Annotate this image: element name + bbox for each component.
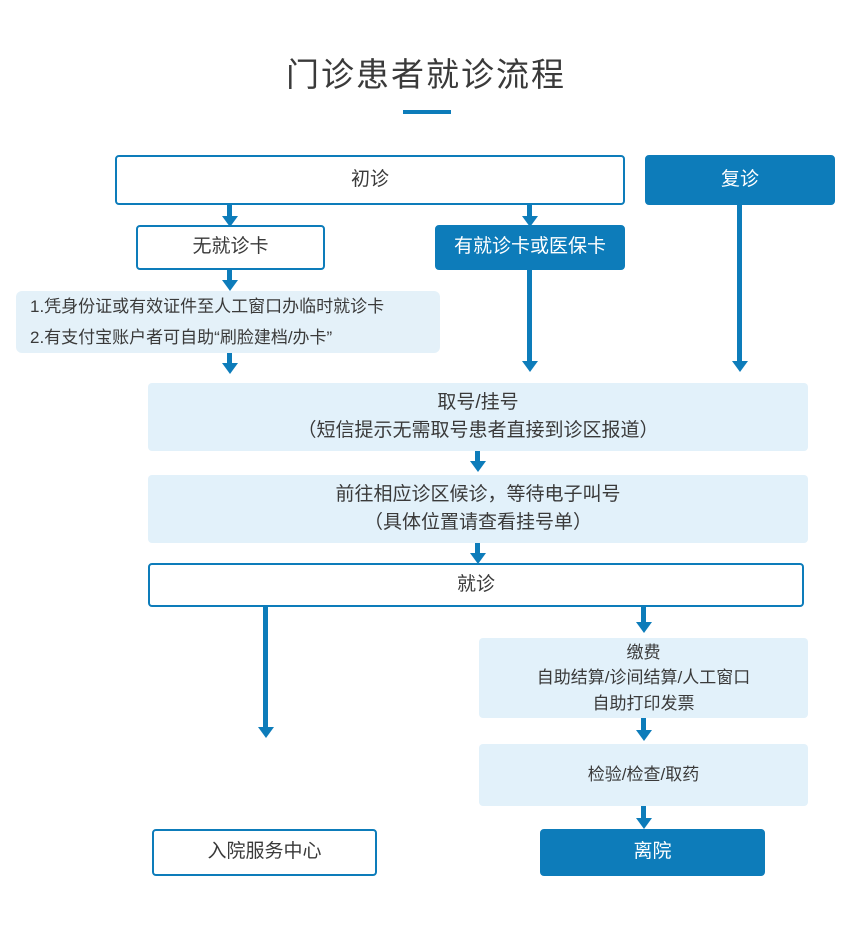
arrowhead-first-visit-to-no-card [221, 216, 238, 227]
node-first-visit[interactable]: 初诊 [115, 155, 625, 205]
connector-consultation-to-admission [263, 607, 268, 729]
node-consultation[interactable]: 就诊 [148, 563, 804, 607]
arrowhead-return-visit-to-registration [731, 361, 748, 372]
node-exam: 检验/检查/取药 [479, 744, 808, 806]
title-underline-accent [403, 110, 451, 114]
connector-payment-to-exam [641, 718, 646, 732]
connector-return-visit-to-registration [737, 205, 742, 363]
payment-line-1: 缴费 [626, 642, 661, 662]
arrowhead-no-card-to-note [221, 280, 238, 291]
node-registration: 取号/挂号 （短信提示无需取号患者直接到诊区报道） [148, 383, 808, 451]
node-waiting: 前往相应诊区候诊，等待电子叫号 （具体位置请查看挂号单） [148, 475, 808, 543]
node-discharge[interactable]: 离院 [540, 829, 765, 876]
connector-waiting-to-consultation [475, 543, 480, 555]
arrowhead-exam-to-discharge [635, 818, 652, 829]
arrowhead-consultation-to-admission [257, 727, 274, 738]
node-payment: 缴费 自助结算/诊间结算/人工窗口 自助打印发票 [479, 638, 808, 718]
instruction-line-1: 1.凭身份证或有效证件至人工窗口办临时就诊卡 [30, 296, 385, 316]
arrowhead-waiting-to-consultation [469, 553, 486, 564]
arrowhead-registration-to-waiting [469, 461, 486, 472]
instruction-line-2: 2.有支付宝账户者可自助“刷脸建档/办卡” [30, 328, 333, 347]
connector-no-card-to-note [227, 270, 232, 282]
arrowhead-has-card-to-registration [521, 361, 538, 372]
node-consultation-label: 就诊 [456, 573, 495, 595]
waiting-line-2: （具体位置请查看挂号单） [363, 512, 592, 533]
connector-first-visit-to-no-card [227, 205, 232, 219]
connector-first-visit-to-has-card [527, 205, 532, 219]
node-exam-label: 检验/检查/取药 [587, 765, 700, 785]
arrowhead-note-to-registration [221, 363, 238, 374]
registration-line-1: 取号/挂号 [437, 391, 519, 413]
connector-consultation-to-payment [641, 607, 646, 624]
payment-line-2: 自助结算/诊间结算/人工窗口 [536, 668, 751, 688]
registration-line-2: （短信提示无需取号患者直接到诊区报道） [297, 420, 659, 441]
connector-exam-to-discharge [641, 806, 646, 820]
waiting-line-1: 前往相应诊区候诊，等待电子叫号 [335, 483, 621, 505]
node-return-visit-label: 复诊 [720, 168, 759, 190]
node-temporary-card-instructions: 1.凭身份证或有效证件至人工窗口办临时就诊卡 2.有支付宝账户者可自助“刷脸建档… [16, 291, 440, 353]
arrowhead-first-visit-to-has-card [521, 216, 538, 227]
node-discharge-label: 离院 [633, 841, 672, 863]
node-return-visit[interactable]: 复诊 [645, 155, 835, 205]
node-admission-center-label: 入院服务中心 [207, 841, 322, 863]
node-has-card-label: 有就诊卡或医保卡 [453, 236, 606, 258]
arrowhead-payment-to-exam [635, 730, 652, 741]
node-admission-center[interactable]: 入院服务中心 [152, 829, 377, 876]
page-title: 门诊患者就诊流程 [286, 56, 566, 93]
node-no-card-label: 无就诊卡 [192, 236, 269, 258]
node-has-card[interactable]: 有就诊卡或医保卡 [435, 225, 625, 270]
connector-note-to-registration [227, 353, 232, 365]
node-no-card[interactable]: 无就诊卡 [136, 225, 325, 270]
node-first-visit-label: 初诊 [350, 168, 389, 190]
arrowhead-consultation-to-payment [635, 622, 652, 633]
connector-registration-to-waiting [475, 451, 480, 463]
payment-line-3: 自助打印发票 [592, 693, 695, 713]
connector-has-card-to-registration [527, 270, 532, 363]
